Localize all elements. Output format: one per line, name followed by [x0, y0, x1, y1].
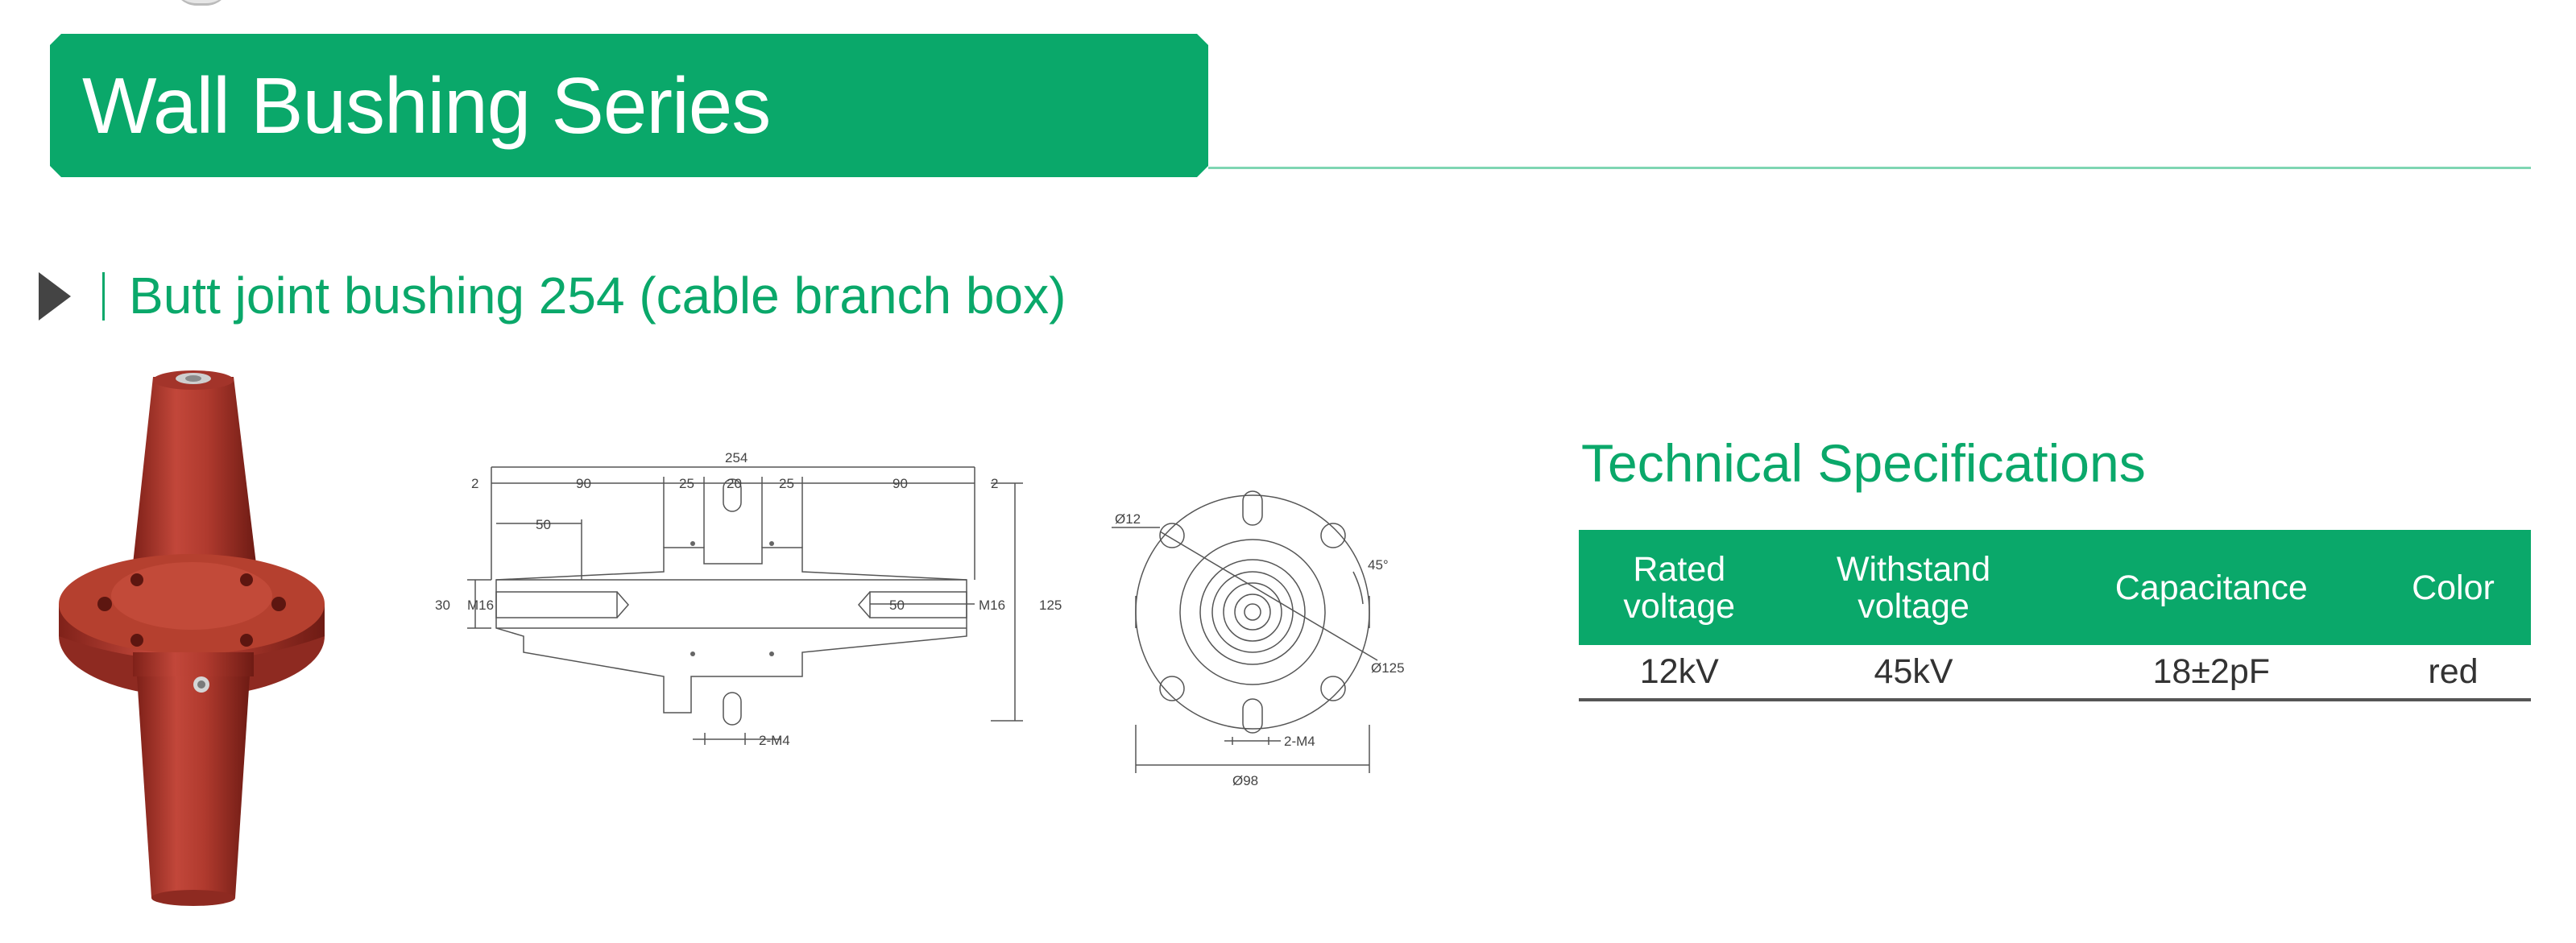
page-title: Wall Bushing Series [82, 61, 771, 150]
section-divider [102, 272, 105, 321]
dim-front-m4: 2-M4 [1284, 734, 1315, 749]
dim-125: 125 [1039, 598, 1062, 613]
header-line: Withstand [1836, 549, 1991, 589]
header-withstand-voltage: Withstand voltage [1779, 530, 2048, 645]
title-banner [50, 34, 1208, 177]
dim-m4: 2-M4 [759, 733, 790, 748]
header-line: voltage [1857, 586, 1969, 626]
dim-m16a: M16 [467, 598, 494, 613]
cell-color: red [2375, 645, 2531, 701]
dim-30: 30 [435, 598, 450, 613]
product-photo [59, 370, 325, 906]
cell-rated-voltage: 12kV [1579, 645, 1780, 701]
dim-50b: 50 [889, 598, 905, 613]
front-dimension-drawing: Ø12 45° Ø125 2-M4 Ø98 [1112, 490, 1405, 788]
header-rated-voltage: Rated voltage [1579, 530, 1780, 645]
cell-capacitance: 18±2pF [2047, 645, 2375, 701]
dim-90a: 90 [576, 476, 591, 491]
header-line: Capacitance [2114, 568, 2308, 607]
title-divider [1208, 167, 2531, 169]
dim-m16b: M16 [979, 598, 1005, 613]
dim-50a: 50 [536, 517, 551, 532]
dim-d12: Ø12 [1115, 511, 1141, 527]
header-color: Color [2375, 530, 2531, 645]
cell-withstand-voltage: 45kV [1779, 645, 2048, 701]
dim-d98: Ø98 [1232, 773, 1258, 788]
header-line: voltage [1623, 586, 1736, 626]
header-line: Color [2412, 568, 2495, 607]
table-row: 12kV 45kV 18±2pF red [1579, 645, 2531, 701]
dim-20: 20 [727, 476, 742, 491]
dim-90b: 90 [892, 476, 908, 491]
side-dimension-drawing: 254 2 90 25 20 25 90 2 50 30 M16 50 M16 … [435, 450, 1062, 748]
spec-table: Rated voltage Withstand voltage Capacita… [1579, 530, 2531, 701]
partial-product-image [173, 0, 230, 6]
dim-d125: Ø125 [1371, 660, 1405, 676]
dim-2a: 2 [471, 476, 478, 491]
dim-2b: 2 [991, 476, 998, 491]
header-capacitance: Capacitance [2047, 530, 2375, 645]
dim-angle: 45° [1368, 557, 1389, 573]
dim-overall: 254 [725, 450, 748, 465]
header-line: Rated [1633, 549, 1726, 589]
section-title: Butt joint bushing 254 (cable branch box… [129, 267, 1066, 325]
dim-25a: 25 [679, 476, 694, 491]
triangle-arrow-icon [39, 272, 71, 321]
dim-25b: 25 [779, 476, 794, 491]
spec-heading: Technical Specifications [1581, 433, 2146, 493]
